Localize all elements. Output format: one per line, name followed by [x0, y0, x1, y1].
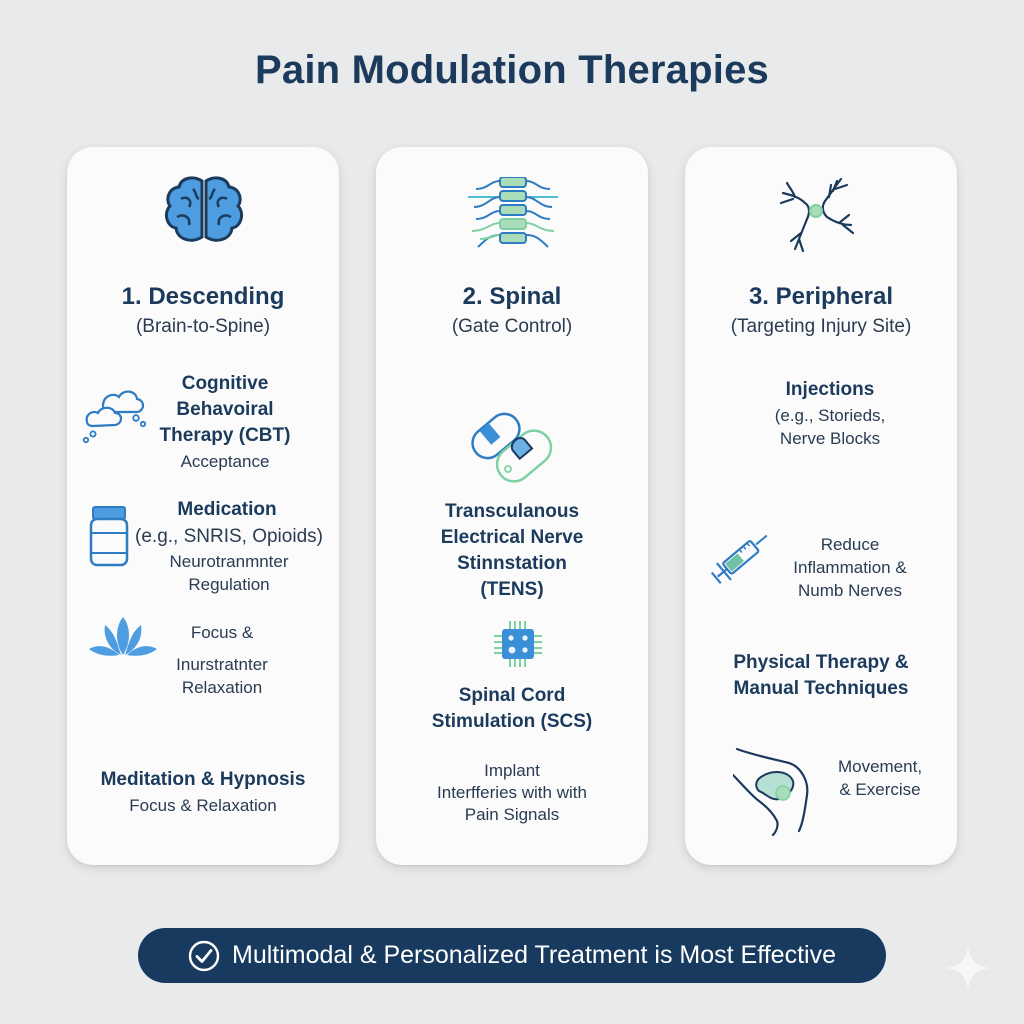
item-desc: (e.g., Storieds, Nerve Blocks	[774, 406, 886, 448]
lotus-icon	[89, 617, 157, 656]
item-title: Cognitive Behavoiral Therapy (CBT)	[159, 373, 291, 446]
item-desc: Focus &	[190, 623, 254, 642]
item-title: Injections	[785, 379, 875, 400]
column-heading: 1. Descending	[121, 283, 285, 310]
item-title: Meditation & Hypnosis	[100, 769, 306, 790]
item-desc: Relaxation	[181, 678, 263, 697]
card-peripheral: 3. Peripheral (Targeting Injury Site) In…	[685, 147, 957, 865]
check-circle-icon	[188, 940, 220, 971]
column-heading: 2. Spinal	[462, 283, 562, 310]
chip-icon	[494, 621, 542, 667]
sparkle-icon	[946, 946, 990, 990]
column-subheading: (Gate Control)	[451, 316, 573, 337]
column-subheading: (Targeting Injury Site)	[730, 316, 912, 337]
syringe-icon	[710, 534, 768, 584]
page-title: Pain Modulation Therapies	[255, 48, 769, 92]
brain-icon	[164, 176, 244, 242]
knee-joint-icon	[733, 747, 809, 837]
card-descending: 1. Descending (Brain-to-Spine) Cognitive…	[67, 147, 339, 865]
item-desc: Reduce Inflammation & Numb Nerves	[793, 535, 907, 600]
card-spinal: 2. Spinal (Gate Control) Transculanous E…	[376, 147, 648, 865]
item-desc: (e.g., SNRIS, Opioids) Neurotranmnter Re…	[135, 526, 323, 594]
thought-clouds-icon	[82, 390, 147, 444]
medicine-bottle-icon	[89, 506, 129, 567]
column-heading: 3. Peripheral	[748, 283, 894, 310]
neuron-icon	[779, 177, 855, 253]
item-desc: Implant Interfferies with with Pain Sign…	[437, 761, 587, 824]
tens-device-icon	[471, 412, 553, 483]
banner-text: Multimodal & Personalized Treatment is M…	[232, 941, 836, 969]
item-title: Physical Therapy & Manual Techniques	[733, 652, 909, 699]
item-desc: Acceptance	[180, 452, 270, 471]
item-title: Medication	[177, 499, 277, 520]
item-desc: Inurstratnter	[176, 655, 268, 674]
spine-icon	[468, 177, 558, 248]
item-desc: Movement, & Exercise	[837, 757, 923, 799]
column-subheading: (Brain-to-Spine)	[135, 316, 271, 337]
item-title: Transculanous Electrical Nerve Stinnstat…	[440, 501, 584, 600]
conclusion-banner: Multimodal & Personalized Treatment is M…	[138, 928, 886, 983]
item-desc: Focus & Relaxation	[129, 796, 277, 815]
item-title: Spinal Cord Stimulation (SCS)	[431, 685, 593, 732]
